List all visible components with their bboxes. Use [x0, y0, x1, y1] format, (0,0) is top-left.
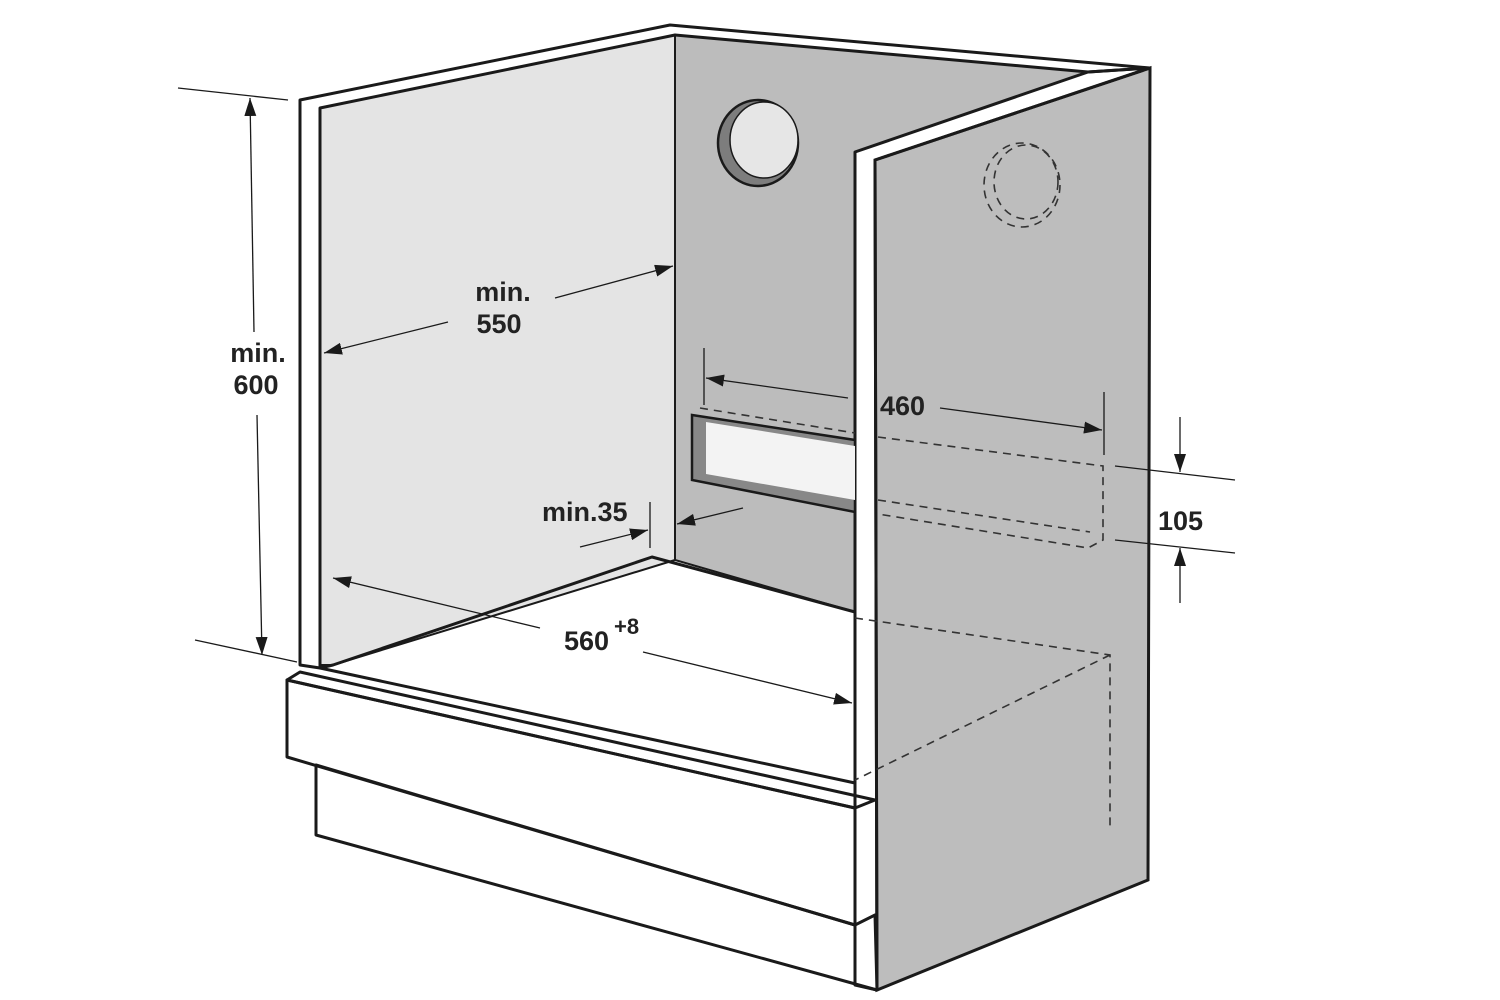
depth-dimension-arrow	[323, 321, 449, 355]
depth-label-line1: min.	[475, 277, 531, 307]
extension-line	[194, 639, 298, 663]
height-label-value: 600	[233, 370, 278, 400]
drawer-front	[285, 678, 857, 927]
extension-line	[177, 87, 289, 101]
cable-hole-opening	[729, 101, 799, 179]
left-side-panel-inner	[319, 33, 676, 666]
hidden-cable-hole	[983, 142, 1061, 228]
hidden-vent-slot	[699, 407, 1104, 549]
vent-height-label: 105	[1158, 506, 1203, 536]
extension-line	[1114, 465, 1236, 481]
width-dimension-arrow	[332, 576, 541, 629]
height-dimension-arrow	[244, 97, 257, 333]
height-label-line1: min.	[230, 338, 286, 368]
vent-width-arrow	[939, 407, 1103, 434]
hidden-floor-outline	[854, 617, 1111, 830]
rear-gap-label: min.35	[542, 497, 628, 527]
right-panel-edge	[853, 66, 1152, 992]
right-side-panel-outer	[873, 65, 1152, 993]
height-dimension-arrow	[255, 414, 268, 656]
rear-gap-arrow	[676, 507, 744, 526]
left-panel-edge	[298, 23, 1152, 670]
width-label-value: 560	[564, 626, 609, 656]
vent-slot-opening	[706, 422, 855, 500]
plinth	[314, 763, 879, 992]
depth-dimension-arrow	[554, 264, 674, 299]
extension-line	[1114, 539, 1236, 554]
width-label-tolerance: +8	[614, 614, 639, 639]
drawer-top	[285, 670, 877, 810]
depth-label-value: 550	[476, 309, 521, 339]
width-dimension-arrow	[642, 651, 853, 705]
vent-width-arrow	[705, 374, 849, 399]
rear-gap-arrow	[579, 528, 649, 548]
vent-width-label: 460	[880, 391, 925, 421]
